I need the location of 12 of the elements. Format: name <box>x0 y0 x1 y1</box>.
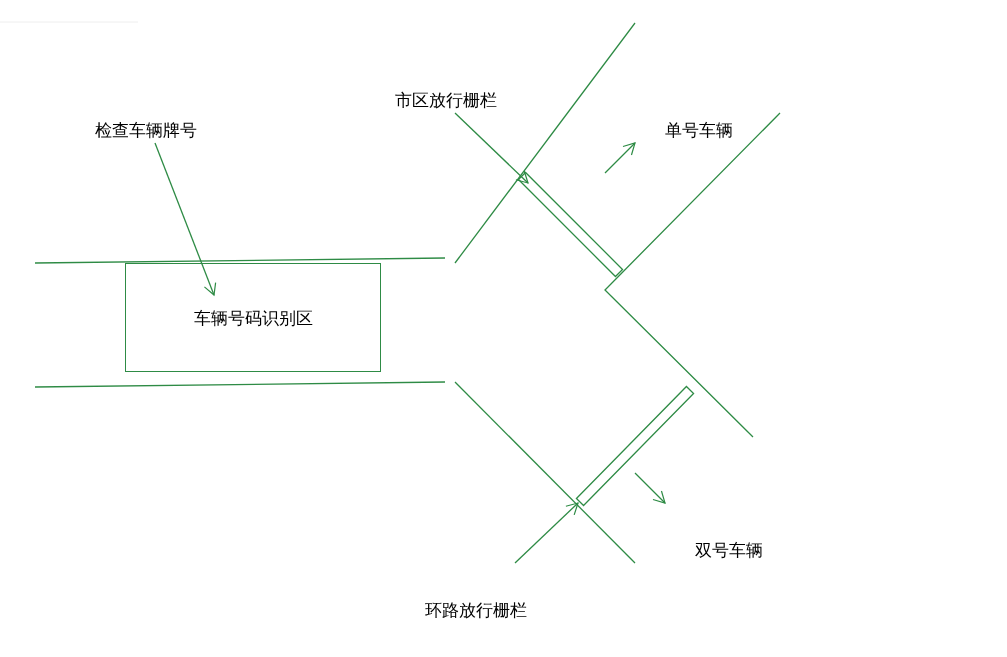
text-label: 双号车辆 <box>695 540 763 560</box>
text-label: 环路放行栅栏 <box>425 600 527 620</box>
text-label: 单号车辆 <box>665 120 733 140</box>
text-label: 检查车辆牌号 <box>95 120 197 140</box>
box-label: 车辆号码识别区 <box>193 307 313 328</box>
text-label: 市区放行栅栏 <box>395 90 497 110</box>
recognition-zone-box <box>125 263 381 372</box>
arrow <box>514 502 579 564</box>
barrier-bar <box>573 387 696 506</box>
leader-line <box>154 142 217 296</box>
barrier-bar <box>517 171 624 275</box>
leader-line <box>454 112 529 184</box>
